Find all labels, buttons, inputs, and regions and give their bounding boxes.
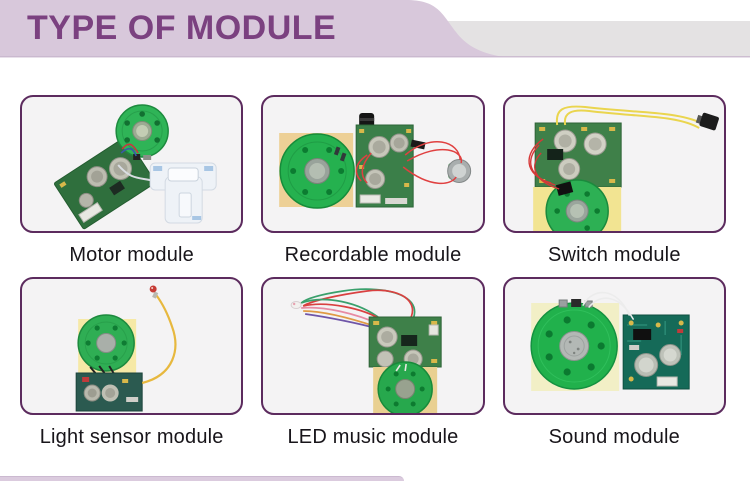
module-label: Recordable module [284,243,462,266]
speaker-disc [530,299,618,390]
motor-module-photo [54,104,217,230]
speaker-disc [545,179,609,231]
sensor-tip [149,285,157,293]
page-title: TYPE OF MODULE [27,9,337,47]
switch-module-photo [528,105,719,231]
module-label: LED music module [287,425,459,448]
header-banner: TYPE OF MODULE [0,0,750,60]
sound-module-photo [530,291,690,391]
red-wires [528,138,560,190]
header-lavender-band [0,0,504,57]
module-card-recordable: Recordable module [261,95,485,277]
module-card-led-music: LED music module [261,277,485,459]
light-sensor-module-photo [75,285,177,412]
connector-wires [582,291,634,320]
card-frame [502,277,726,415]
module-label: Motor module [69,243,194,266]
led-music-module-photo [290,288,442,413]
module-card-sound: Sound module [502,277,726,459]
card-frame [261,95,485,233]
circuit-board [622,314,690,390]
module-card-switch: Switch module [502,95,726,277]
circuit-board [368,316,442,369]
yellow-wires [555,105,702,129]
card-frame [261,277,485,415]
card-frame [502,95,726,233]
circuit-board [75,372,143,412]
module-card-light-sensor: Light sensor module [20,277,244,459]
recordable-module-photo [279,113,472,209]
led-tip [290,301,302,309]
circuit-board [534,122,622,188]
module-label: Light sensor module [39,425,224,448]
sensor-wire [141,285,177,385]
speaker-disc [279,133,356,209]
header-bottom-edge [0,56,750,58]
module-label: Switch module [547,243,681,266]
speaker-disc [77,314,135,372]
connector-wires [355,141,463,185]
bottom-accent-strip [0,476,404,481]
plastic-bracket [149,162,217,224]
card-frame [20,95,244,233]
module-label: Sound module [548,425,681,448]
module-card-motor: Motor module [20,95,244,277]
speaker-disc [377,361,434,413]
push-button [447,159,472,183]
circuit-board [355,113,426,208]
header-swoosh-graphic [0,0,750,58]
module-grid: Motor module [20,95,726,459]
card-frame [20,277,244,415]
circuit-board [54,136,156,230]
switch-component [695,112,719,131]
